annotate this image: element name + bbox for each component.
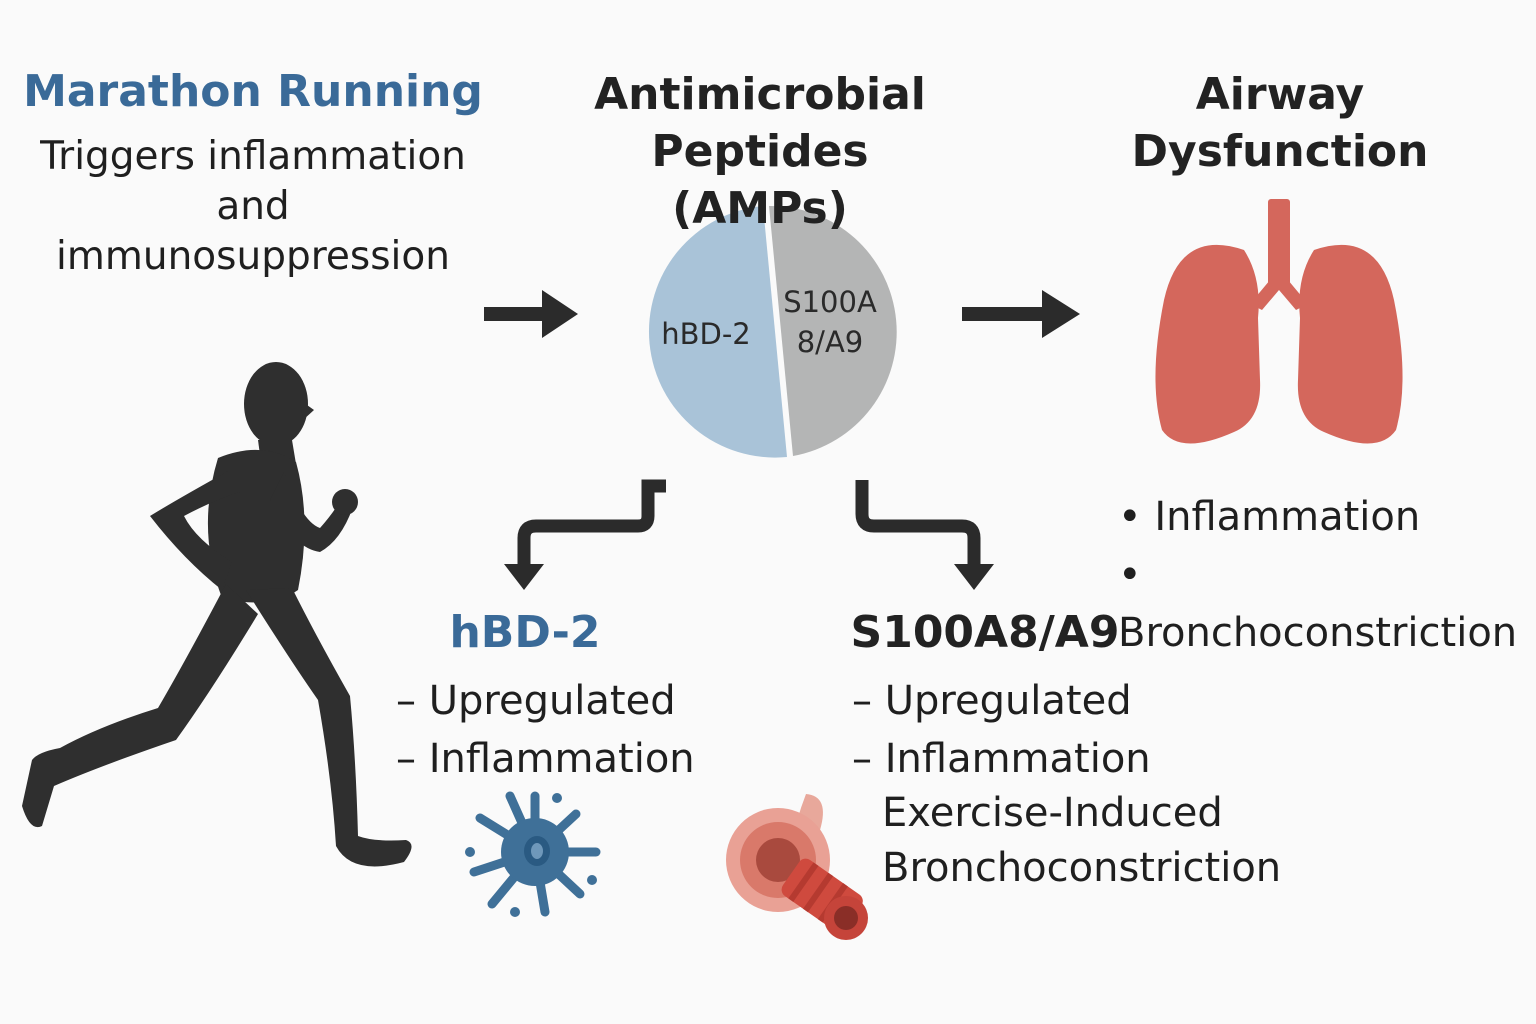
airway-bullet-bronchoconstriction: Bronchoconstriction xyxy=(1118,546,1536,662)
airway-title: Airway Dysfunction xyxy=(1131,69,1429,177)
amp-title: Antimicrobial Peptides (AMPs) xyxy=(594,69,926,234)
arrow-to-amps xyxy=(484,290,578,338)
arrow-to-hbd2 xyxy=(517,479,666,566)
runner-silhouette-icon xyxy=(22,362,412,867)
hbd2-effects-list: Upregulated Inflammation xyxy=(396,672,695,788)
immune-cell-icon xyxy=(465,791,601,917)
pie-label-hbd2: hBD-2 xyxy=(661,317,751,351)
lungs-icon xyxy=(1155,199,1403,444)
s100-eib-line1: Exercise-Induced xyxy=(882,790,1223,836)
amp-pie-chart xyxy=(648,205,897,458)
s100-eib-line2: Bronchoconstriction xyxy=(882,845,1282,891)
s100-effects-list: Upregulated Inflammation xyxy=(852,672,1151,788)
arrow-to-s100-head xyxy=(954,564,994,590)
arrow-to-s100 xyxy=(855,480,981,566)
arrow-to-hbd2-head xyxy=(504,564,544,590)
airway-tube-icon xyxy=(726,794,868,940)
airway-bullet-inflammation: Inflammation xyxy=(1118,488,1536,546)
hbd2-title: hBD-2 xyxy=(449,607,601,658)
pie-label-s100-line2: 8/A9 xyxy=(797,325,864,359)
s100-title: S100A8/A9 xyxy=(850,607,1120,658)
s100-eib-label: Exercise-Induced Bronchoconstriction xyxy=(882,786,1281,896)
s100-effect-inflammation: Inflammation xyxy=(852,730,1151,788)
pie-slice-s100 xyxy=(769,205,897,456)
pie-label-s100-line1: S100A xyxy=(783,285,877,319)
marathon-title: Marathon Running xyxy=(23,66,483,117)
arrow-to-airway xyxy=(962,290,1080,338)
pie-slice-hbd2 xyxy=(648,206,787,458)
hbd2-effect-upregulated: Upregulated xyxy=(396,672,695,730)
airway-bullet-list: Inflammation Bronchoconstriction xyxy=(1118,488,1536,662)
marathon-description: Triggers inflammation and immunosuppress… xyxy=(40,134,466,279)
s100-effect-upregulated: Upregulated xyxy=(852,672,1151,730)
hbd2-effect-inflammation: Inflammation xyxy=(396,730,695,788)
